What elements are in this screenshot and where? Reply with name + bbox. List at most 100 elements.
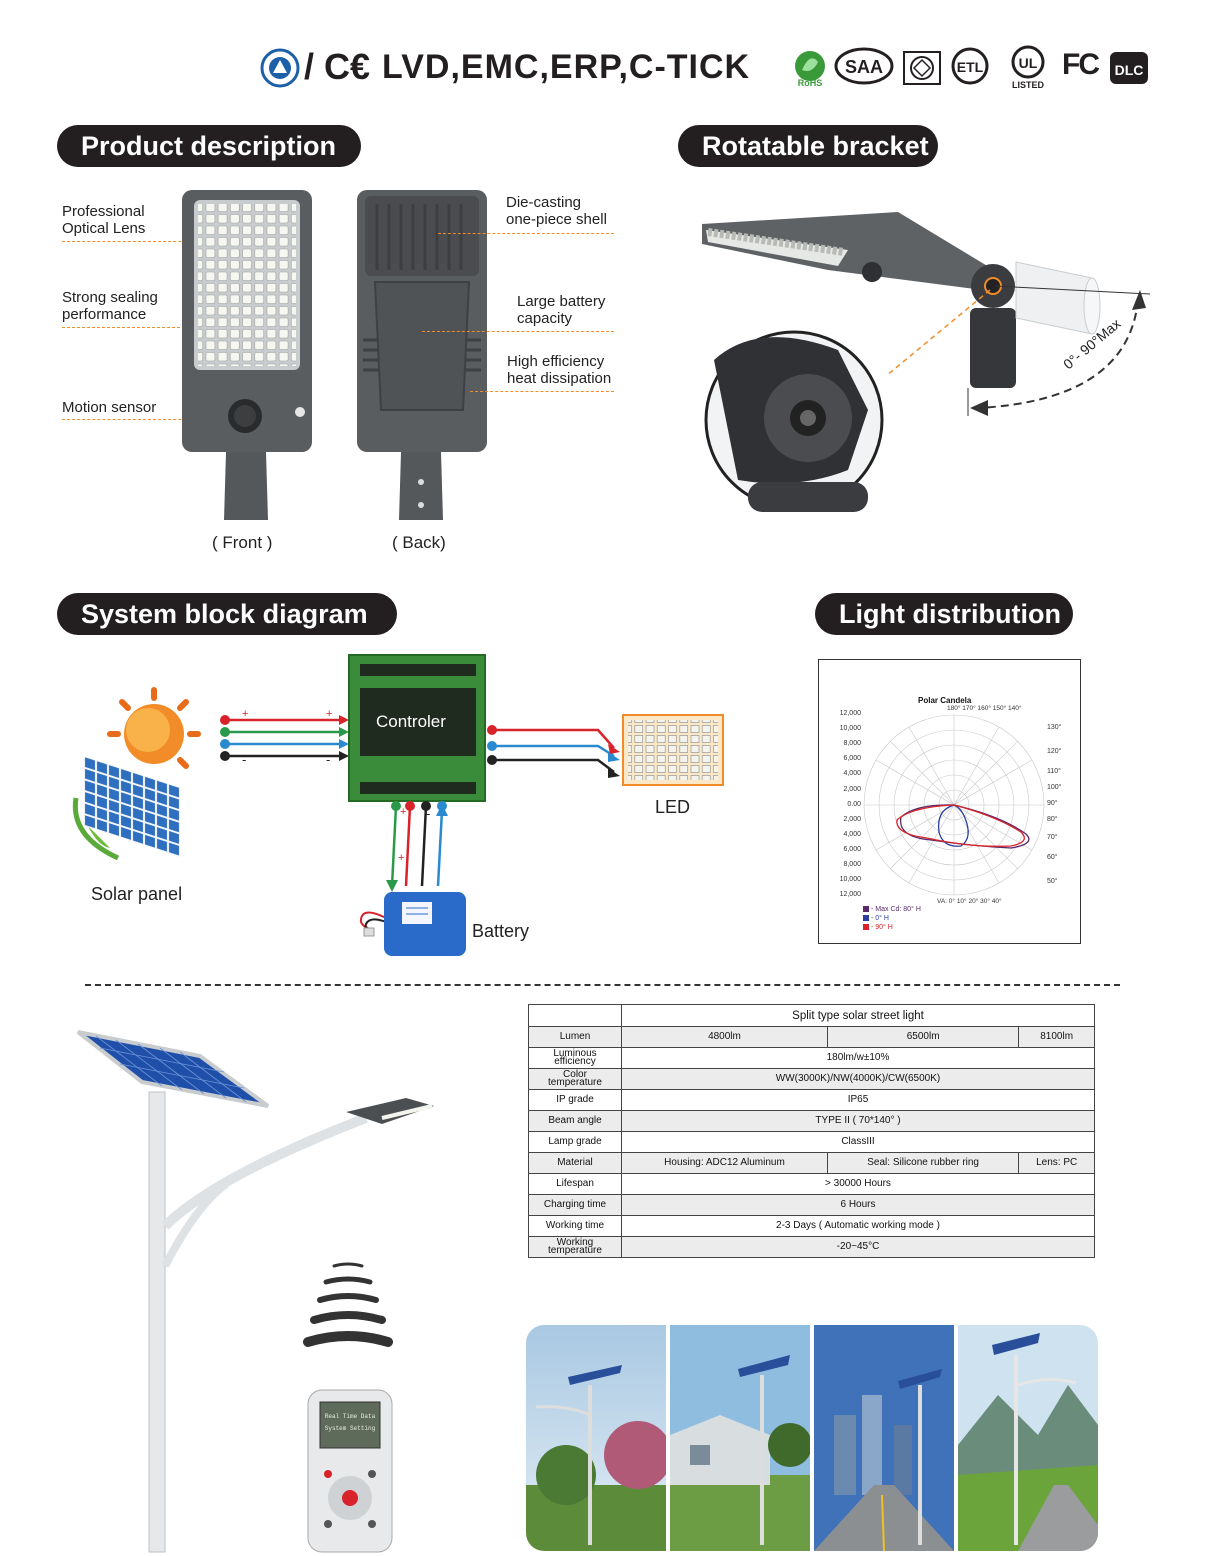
- polar-y-tick: 4,000: [843, 830, 861, 838]
- label-optical-lens: Professional Optical Lens: [62, 203, 146, 237]
- legend-item: - 90° H: [863, 924, 893, 931]
- legend-label: - Max Cd: 80° H: [871, 906, 921, 913]
- lamp-back-image: [357, 190, 487, 520]
- spec-row-label: Lifespan: [528, 1173, 622, 1195]
- spec-table-corner: [528, 1004, 622, 1027]
- spec-cell: 8100lm: [1018, 1026, 1095, 1048]
- polar-y-tick: 4,000: [843, 770, 861, 778]
- spec-row-label: Material: [528, 1152, 622, 1174]
- polar-bottom-angles: VA: 0° 10° 20° 30° 40°: [937, 898, 1002, 905]
- led-wires: [487, 725, 620, 778]
- legend-label: - 90° H: [871, 924, 893, 931]
- polar-angle-tick: 80°: [1047, 816, 1058, 823]
- polar-y-tick: 2,000: [843, 815, 861, 823]
- tuv-seal-icon: [260, 48, 300, 88]
- pv-grid: [84, 756, 180, 858]
- table-row: Working temperature-20~45°C: [528, 1236, 1095, 1258]
- label-battery-capacity: Large battery capacity: [517, 293, 606, 327]
- leader-line: [438, 233, 614, 234]
- spec-row-label: Color temperature: [528, 1068, 622, 1090]
- solar-wires: [220, 715, 349, 761]
- legend-item: - Max Cd: 80° H: [863, 906, 921, 913]
- rotatable-bracket-title: Rotatable bracket: [678, 125, 938, 167]
- solar-panel-image: [72, 687, 201, 861]
- plus-sign: +: [398, 852, 405, 864]
- spec-row-label: Beam angle: [528, 1110, 622, 1132]
- plus-sign: +: [242, 708, 249, 720]
- legend-label: - 0° H: [871, 915, 889, 922]
- remote-screen-line: System Setting: [325, 1425, 376, 1432]
- spec-table-header-row: Split type solar street light: [528, 1004, 1095, 1027]
- spec-row-label: Lamp grade: [528, 1131, 622, 1153]
- ce-mark-icon: / C€: [304, 46, 371, 87]
- label-die-casting: Die-casting one-piece shell: [506, 194, 607, 228]
- spec-cell: WW(3000K)/NW(4000K)/CW(6500K): [621, 1068, 1095, 1090]
- table-row: Lifespan> 30000 Hours: [528, 1173, 1095, 1195]
- leader-line: [62, 241, 242, 242]
- spec-row-label: IP grade: [528, 1089, 622, 1111]
- spec-cell: IP65: [621, 1089, 1095, 1111]
- polar-series-0h: [937, 804, 969, 847]
- spec-cell: TYPE II ( 70*140° ): [621, 1110, 1095, 1132]
- polar-y-tick: 0.00: [847, 800, 861, 808]
- front-caption: ( Front ): [212, 533, 273, 552]
- spec-cell: Seal: Silicone rubber ring: [826, 1152, 1020, 1174]
- nom-icon: [903, 51, 941, 85]
- spec-row-label: Charging time: [528, 1194, 622, 1216]
- saa-label: SAA: [845, 57, 883, 77]
- led-label: LED: [655, 797, 691, 817]
- spec-cell: 6500lm: [826, 1026, 1020, 1048]
- polar-top-angles: 180° 170° 160° 150° 140°: [947, 705, 1022, 712]
- minus-sign: -: [426, 806, 431, 821]
- spec-cell: 2-3 Days ( Automatic working mode ): [621, 1215, 1095, 1237]
- spec-cell: -20~45°C: [621, 1236, 1095, 1258]
- led-module-image: [622, 714, 724, 786]
- sun-icon: [107, 687, 201, 769]
- battery-label: Battery: [472, 921, 530, 941]
- spec-cell: 4800lm: [621, 1026, 828, 1048]
- certification-text: LVD,EMC,ERP,C-TICK: [382, 48, 751, 86]
- spec-cell: 6 Hours: [621, 1194, 1095, 1216]
- spec-row-label: Working time: [528, 1215, 622, 1237]
- polar-chart-frame: Polar Candela 180° 170° 160° 150° 140° 1…: [818, 659, 1081, 944]
- dlc-icon: DLC: [1110, 52, 1148, 84]
- controller-box: [348, 654, 486, 802]
- street-light-illustration: Real Time Data System Setting: [76, 1030, 434, 1553]
- rohs-icon: RoHS: [795, 51, 825, 88]
- legend-swatch: [863, 906, 869, 913]
- dlc-label: DLC: [1115, 62, 1144, 78]
- ul-listed-icon: UL LISTED: [1011, 45, 1045, 90]
- polar-angle-tick: 50°: [1047, 878, 1058, 885]
- leader-line: [470, 391, 614, 392]
- legend-swatch: [863, 915, 869, 922]
- ul-label: UL: [1019, 55, 1038, 71]
- rohs-label: RoHS: [798, 78, 823, 88]
- controller-label: Controler: [376, 712, 446, 731]
- leader-line: [62, 419, 242, 420]
- leader-line: [62, 327, 190, 328]
- polar-y-tick: 12,000: [839, 710, 861, 717]
- polar-y-tick: 8,000: [843, 861, 861, 868]
- polar-y-tick: 6,000: [843, 845, 861, 853]
- section-divider: [85, 984, 1120, 986]
- polar-angle-tick: 70°: [1047, 834, 1058, 841]
- battery-image: [359, 892, 466, 956]
- polar-angle-tick: 110°: [1047, 768, 1061, 775]
- photo-house: [670, 1325, 810, 1551]
- polar-angle-tick: 130°: [1047, 724, 1062, 731]
- leader-line: [422, 331, 614, 332]
- label-heat-dissipation: High efficiency heat dissipation: [507, 353, 612, 387]
- solar-panel-label: Solar panel: [91, 884, 183, 904]
- polar-y-tick: 10,000: [839, 876, 861, 884]
- polar-y-tick: 2,000: [843, 785, 861, 793]
- polar-y-tick: 8,000: [843, 740, 861, 748]
- label-motion-sensor: Motion sensor: [62, 399, 157, 416]
- polar-y-tick: 10,000: [839, 725, 861, 733]
- battery-wires: [386, 801, 448, 892]
- spec-row-label: Luminous efficiency: [528, 1047, 622, 1069]
- plus-sign: +: [400, 806, 407, 818]
